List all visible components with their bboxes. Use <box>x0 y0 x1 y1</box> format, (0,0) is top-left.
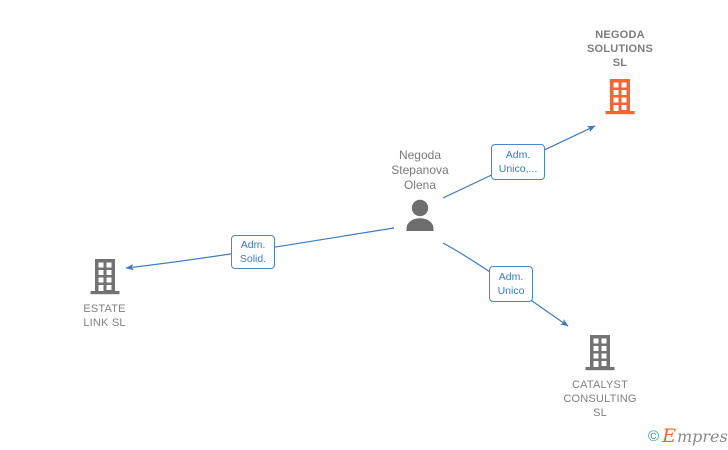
watermark-brand-rest: mpresia <box>676 426 728 446</box>
building-icon <box>585 335 615 371</box>
copyright-icon: © <box>648 428 660 445</box>
edge-label-estate-link[interactable]: Adm. Solid. <box>231 235 275 269</box>
watermark-empresia: © E mpresia <box>648 427 728 446</box>
watermark-brand-initial: E <box>662 425 676 447</box>
company-node-estate-link[interactable]: ESTATE LINK SL <box>52 258 157 330</box>
person-node[interactable]: Negoda Stepanova Olena <box>370 148 470 231</box>
building-icon <box>90 259 119 295</box>
company-node-negoda-solutions[interactable]: NEGODA SOLUTIONS SL <box>565 28 675 116</box>
building-icon <box>605 79 635 115</box>
edge-label-negoda-solutions[interactable]: Adm. Unico,... <box>491 144 545 180</box>
person-name: Negoda Stepanova Olena <box>391 148 449 192</box>
person-icon <box>406 199 434 231</box>
company-name-negoda-solutions: NEGODA SOLUTIONS SL <box>587 29 653 69</box>
company-name-estate-link: ESTATE LINK SL <box>83 303 126 329</box>
edge-label-catalyst-consulting[interactable]: Adm. Unico <box>489 266 533 302</box>
company-name-catalyst-consulting: CATALYST CONSULTING SL <box>563 379 637 419</box>
company-node-catalyst-consulting[interactable]: CATALYST CONSULTING SL <box>545 334 655 420</box>
